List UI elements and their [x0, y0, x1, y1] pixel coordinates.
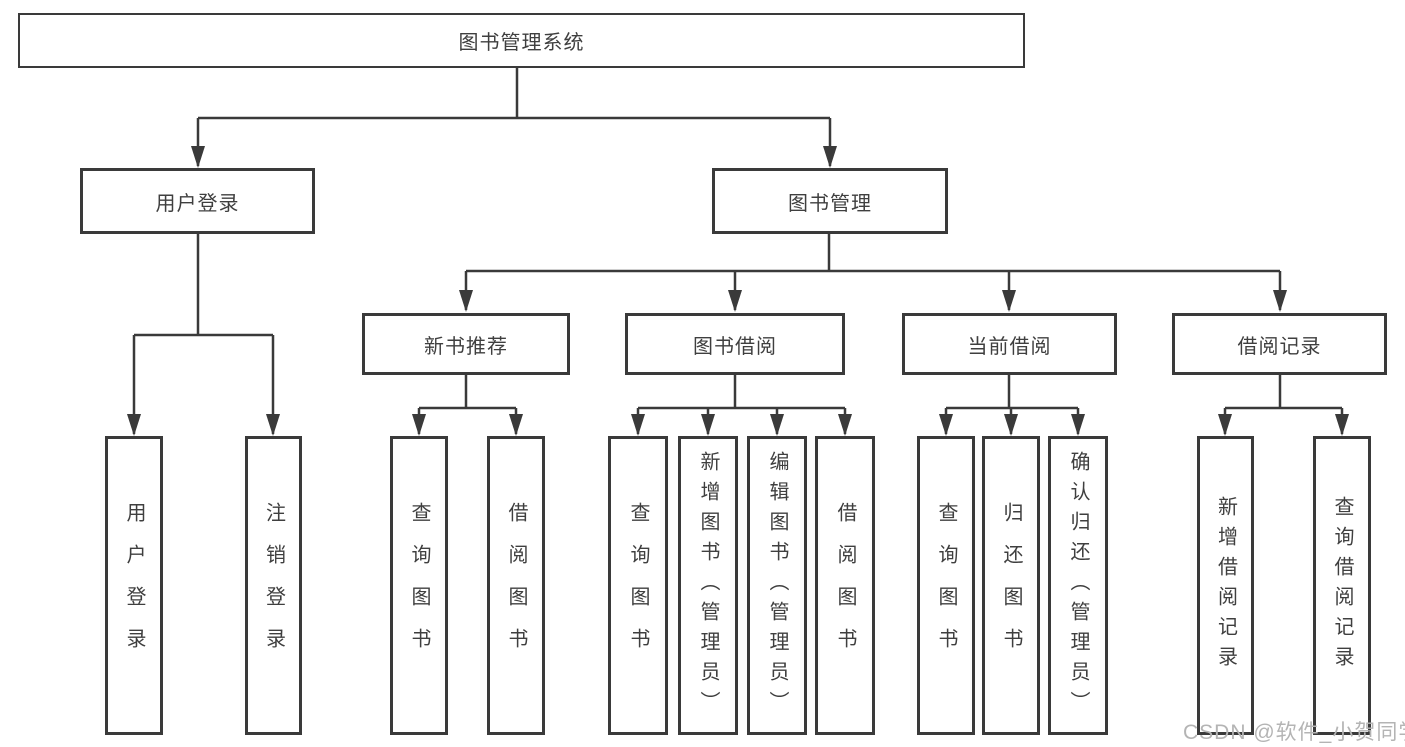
node-book-management: 图书管理 — [712, 168, 948, 234]
node-book-borrow: 图书借阅 — [625, 313, 845, 375]
node-new-book-recommend: 新书推荐 — [362, 313, 570, 375]
leaf-query-books-borrow-label: 查询图书 — [627, 501, 649, 670]
leaf-query-books-recommend: 查询图书 — [390, 436, 448, 735]
leaf-borrow-books-recommend-label: 借阅图书 — [505, 501, 527, 670]
leaf-return-book-label: 归还图书 — [1000, 501, 1022, 670]
leaf-query-books-current: 查询图书 — [917, 436, 975, 735]
leaf-query-books-recommend-label: 查询图书 — [408, 501, 430, 670]
leaf-confirm-return-admin: 确认归还（管理员） — [1048, 436, 1108, 735]
leaf-user-login-label: 用户登录 — [123, 501, 145, 670]
leaf-borrow-books-recommend: 借阅图书 — [487, 436, 545, 735]
leaf-query-borrow-record: 查询借阅记录 — [1313, 436, 1371, 735]
node-book-borrow-label: 图书借阅 — [693, 335, 777, 358]
leaf-add-book-admin-label: 新增图书（管理员） — [697, 450, 719, 721]
node-borrow-records-label: 借阅记录 — [1237, 335, 1322, 358]
leaf-confirm-return-admin-label: 确认归还（管理员） — [1067, 450, 1089, 721]
leaf-user-login: 用户登录 — [105, 436, 163, 735]
csdn-watermark: CSDN @软件_小贺同学 — [1183, 721, 1405, 744]
node-user-login: 用户登录 — [80, 168, 315, 234]
leaf-logout-label: 注销登录 — [262, 501, 285, 670]
leaf-query-books-borrow: 查询图书 — [608, 436, 668, 735]
leaf-add-borrow-record: 新增借阅记录 — [1197, 436, 1254, 735]
node-root-label: 图书管理系统 — [458, 32, 585, 54]
node-new-book-recommend-label: 新书推荐 — [424, 335, 508, 358]
node-current-borrow-label: 当前借阅 — [967, 335, 1052, 358]
leaf-edit-book-admin-label: 编辑图书（管理员） — [766, 450, 788, 721]
node-root: 图书管理系统 — [18, 13, 1025, 68]
leaf-edit-book-admin: 编辑图书（管理员） — [747, 436, 807, 735]
leaf-logout: 注销登录 — [245, 436, 302, 735]
leaf-add-book-admin: 新增图书（管理员） — [678, 436, 738, 735]
leaf-query-books-current-label: 查询图书 — [935, 501, 957, 670]
node-book-management-label: 图书管理 — [788, 192, 872, 215]
node-borrow-records: 借阅记录 — [1172, 313, 1387, 375]
node-current-borrow: 当前借阅 — [902, 313, 1117, 375]
leaf-return-book: 归还图书 — [982, 436, 1040, 735]
leaf-query-borrow-record-label: 查询借阅记录 — [1331, 495, 1353, 676]
leaf-add-borrow-record-label: 新增借阅记录 — [1214, 495, 1237, 676]
node-user-login-label: 用户登录 — [155, 192, 240, 215]
leaf-borrow-books-label: 借阅图书 — [834, 501, 856, 670]
leaf-borrow-books: 借阅图书 — [815, 436, 875, 735]
